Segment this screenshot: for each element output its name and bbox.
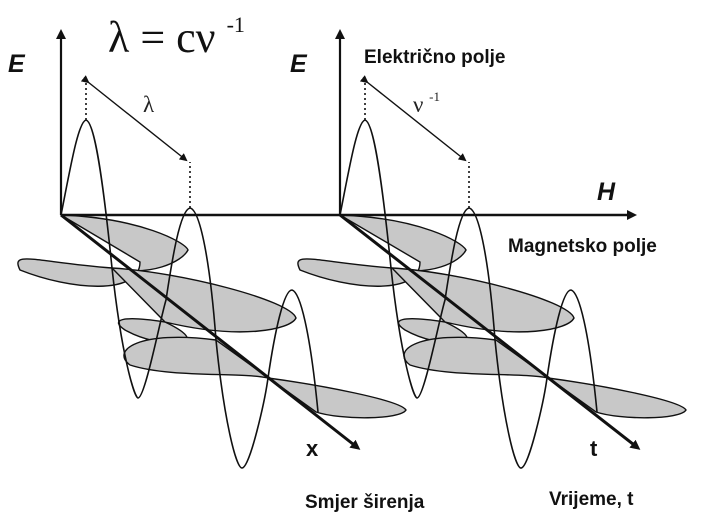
left-e-label: E (8, 50, 26, 78)
right-caption: Vrijeme, t (549, 489, 634, 510)
right-period-exponent: -1 (429, 89, 440, 104)
right-magnetic-lobe-3 (403, 336, 687, 419)
right-t-label: t (590, 436, 598, 461)
left-wavelength-arrow (80, 75, 188, 162)
left-magnetic-wave (17, 214, 407, 419)
formula-main: λ = cν (108, 13, 216, 62)
formula: λ = cν -1 (108, 12, 245, 62)
right-period-symbol: ν (413, 92, 423, 117)
right-magnetic-lobe-2 (390, 267, 575, 345)
formula-exponent: -1 (227, 12, 245, 37)
left-caption: Smjer širenja (305, 492, 425, 513)
svg-text:λ = cν -1: λ = cν -1 (108, 12, 245, 62)
right-magnetic-lobe-1 (297, 214, 467, 287)
h-label: H (597, 178, 616, 206)
left-magnetic-lobe-2 (110, 267, 297, 345)
left-panel: E λ x Smjer širenja (8, 29, 425, 513)
left-magnetic-lobe-3 (123, 336, 407, 419)
right-electric-wave (339, 119, 598, 469)
right-propagation-axis (339, 213, 641, 450)
right-period-arrow (359, 75, 467, 162)
right-panel: E Električno polje ν -1 H Magnetsko polj… (61, 29, 687, 510)
left-magnetic-lobe-1 (17, 214, 189, 287)
magnetic-field-label: Magnetsko polje (508, 236, 657, 257)
left-propagation-axis (60, 213, 361, 450)
left-wavelength-label: λ (143, 92, 155, 117)
left-x-label: x (306, 436, 319, 461)
left-electric-wave (60, 119, 319, 469)
right-e-label: E (290, 50, 308, 78)
right-period-label: ν -1 (413, 89, 440, 117)
electric-field-label: Električno polje (364, 47, 505, 68)
